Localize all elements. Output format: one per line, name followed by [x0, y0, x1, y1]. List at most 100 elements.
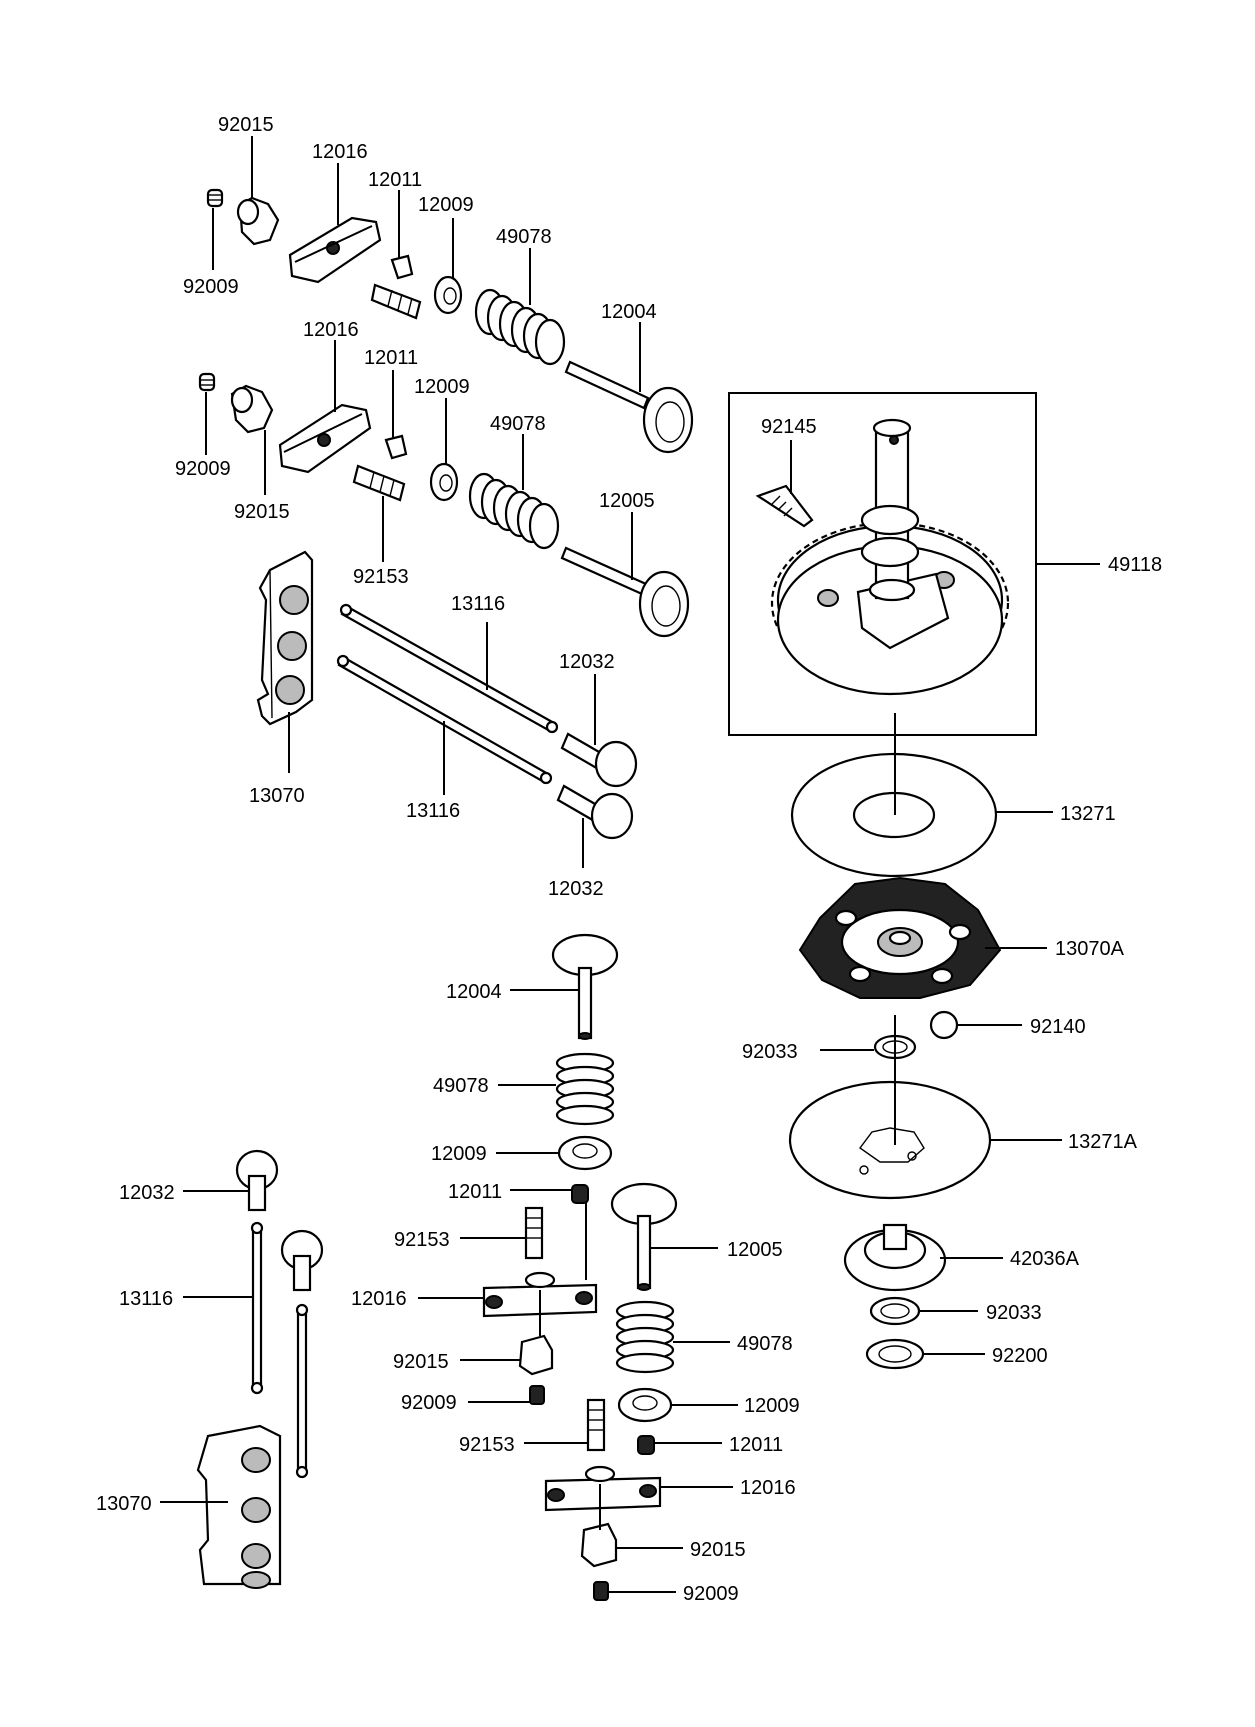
label-12004-lower: 12004 — [446, 981, 502, 1003]
part-92033-lower — [869, 1296, 921, 1326]
part-13271A — [788, 1080, 992, 1200]
part-12032-lower — [235, 1149, 279, 1212]
part-92009-lower-a — [529, 1385, 545, 1405]
part-13070-lower — [196, 1424, 282, 1589]
part-12016-upper — [288, 216, 382, 284]
label-13116-lower: 13116 — [119, 1288, 173, 1310]
part-49078-upper — [474, 288, 566, 366]
label-12009-lower-b: 12009 — [744, 1395, 800, 1417]
part-12009-lower-b — [617, 1387, 673, 1423]
part-13070A — [798, 876, 1002, 999]
label-13070-lower: 13070 — [96, 1493, 152, 1515]
label-92015-lower-b: 92015 — [690, 1539, 746, 1561]
label-92015-lower-a: 92015 — [393, 1351, 449, 1373]
label-92145: 92145 — [761, 416, 817, 438]
label-13271: 13271 — [1060, 803, 1116, 825]
label-92009-lower-b: 92009 — [683, 1583, 739, 1605]
part-92200 — [865, 1338, 925, 1370]
label-92015-top: 92015 — [218, 114, 274, 136]
part-12004-lower — [551, 933, 619, 1040]
label-92009-top: 92009 — [183, 276, 239, 298]
label-49118: 49118 — [1108, 554, 1162, 576]
label-92200: 92200 — [992, 1345, 1048, 1367]
part-12032-lower-b — [280, 1229, 324, 1292]
label-12011-lower-b: 12011 — [729, 1434, 783, 1456]
part-12005-middle — [560, 546, 690, 638]
part-12032-upper-a — [560, 732, 638, 788]
label-12009-top: 12009 — [418, 194, 474, 216]
label-12011-lower-a: 12011 — [448, 1181, 502, 1203]
part-12016-middle — [278, 403, 372, 474]
part-92153-lower-b — [586, 1398, 606, 1452]
part-12005-lower — [610, 1182, 678, 1291]
part-12011-lower-b — [637, 1435, 655, 1455]
part-49078-lower-b — [615, 1300, 675, 1374]
label-49078-middle: 49078 — [490, 413, 546, 435]
label-92015-middle: 92015 — [234, 501, 290, 523]
label-92009-middle: 92009 — [175, 458, 231, 480]
label-92153-upper: 92153 — [353, 566, 409, 588]
label-12005-middle: 12005 — [599, 490, 655, 512]
part-12004-upper — [564, 360, 694, 454]
label-92153-lower-a: 92153 — [394, 1229, 450, 1251]
label-12016-top: 12016 — [312, 141, 368, 163]
rocker-assembly-middle — [198, 372, 690, 638]
label-12009-middle: 12009 — [414, 376, 470, 398]
part-49118-shaft — [860, 418, 920, 602]
part-92009-lower-b — [593, 1581, 609, 1601]
part-13116-lower-a — [250, 1221, 264, 1395]
part-13116-lower-b — [295, 1303, 309, 1479]
label-49078-lower-b: 49078 — [737, 1333, 793, 1355]
part-12032-upper-b — [556, 784, 634, 840]
part-92009-middle — [198, 372, 216, 392]
part-92015-lower-b — [580, 1522, 618, 1568]
label-92153-lower-b: 92153 — [459, 1434, 515, 1456]
rocker-assembly-upper — [206, 188, 694, 454]
part-42036A — [843, 1223, 947, 1292]
part-49078-lower-a — [555, 1052, 615, 1126]
label-12011-top: 12011 — [368, 169, 422, 191]
part-13116-upper-a — [339, 603, 559, 734]
label-12016-middle: 12016 — [303, 319, 359, 341]
part-12016-lower-b — [544, 1465, 662, 1512]
part-92153-middle — [352, 464, 406, 502]
label-12005-lower: 12005 — [727, 1239, 783, 1261]
label-12032-upper-a: 12032 — [559, 651, 615, 673]
label-13070-upper: 13070 — [249, 785, 305, 807]
part-49118-gear — [770, 521, 1010, 696]
label-49078-lower-a: 49078 — [433, 1075, 489, 1097]
part-92153-lower-a — [524, 1206, 544, 1260]
part-12011-middle — [384, 434, 408, 460]
label-12004-top: 12004 — [601, 301, 657, 323]
part-92015-middle — [230, 384, 274, 434]
part-92145 — [755, 484, 814, 528]
label-49078-top: 49078 — [496, 226, 552, 248]
label-92009-lower-a: 92009 — [401, 1392, 457, 1414]
label-12009-lower-a: 12009 — [431, 1143, 487, 1165]
label-42036A: 42036A — [1010, 1248, 1080, 1270]
label-13116-upper-a: 13116 — [451, 593, 505, 615]
label-12016-lower-a: 12016 — [351, 1288, 407, 1310]
part-49078-middle — [468, 472, 560, 550]
part-labels: 92015 12016 12011 12009 49078 12004 9200… — [96, 114, 1162, 1605]
part-92015-upper — [236, 196, 280, 246]
part-13116-upper-b — [336, 654, 553, 785]
camshaft-assembly-box — [728, 392, 1037, 736]
leader-lines — [160, 136, 1100, 1593]
part-12011-lower-a — [571, 1184, 589, 1204]
pushrods-upper — [336, 603, 638, 840]
label-92140: 92140 — [1030, 1016, 1086, 1038]
part-92015-lower-a — [518, 1334, 554, 1376]
label-13116-upper-b: 13116 — [406, 800, 460, 822]
part-92140 — [929, 1010, 959, 1040]
part-12009-lower-a — [557, 1135, 613, 1171]
label-13070A: 13070A — [1055, 938, 1125, 960]
part-92153-upper — [370, 283, 422, 320]
part-12009-upper — [433, 275, 463, 315]
label-12032-upper-b: 12032 — [548, 878, 604, 900]
part-92009-upper — [206, 188, 224, 208]
label-13271A: 13271A — [1068, 1131, 1138, 1153]
label-12032-lower: 12032 — [119, 1182, 175, 1204]
label-12016-lower-b: 12016 — [740, 1477, 796, 1499]
